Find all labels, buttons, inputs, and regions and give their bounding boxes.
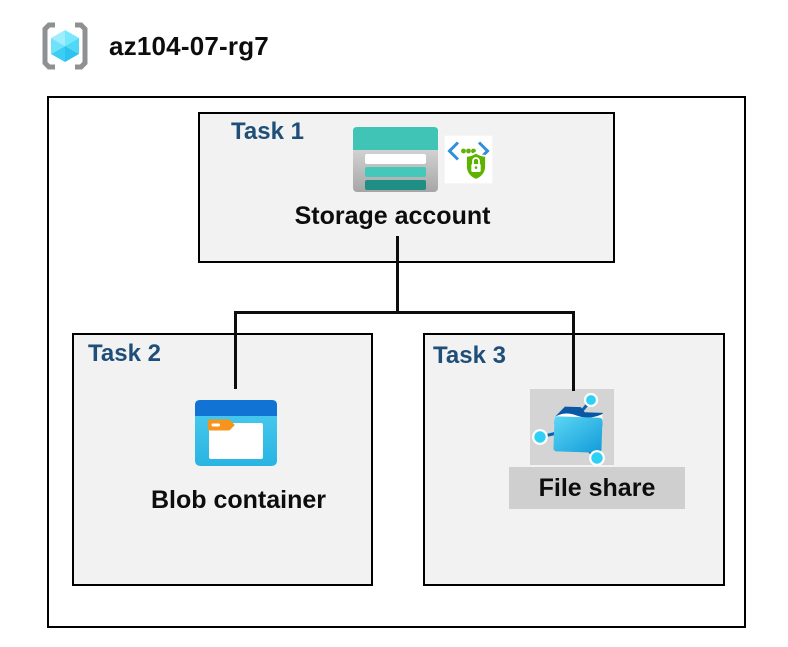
blob-container-icon — [195, 400, 277, 466]
task2-label: Task 2 — [88, 340, 161, 367]
resource-group-icon — [37, 22, 93, 70]
task3-label: Task 3 — [433, 342, 506, 369]
task1-label: Task 1 — [231, 118, 304, 145]
connector-trunk — [396, 236, 399, 313]
resource-group-header: az104-07-rg7 — [37, 22, 269, 70]
resource-group-title: az104-07-rg7 — [109, 30, 269, 61]
task3-box: Task 3 — [423, 333, 725, 586]
blob-container-label: Blob container — [150, 486, 326, 514]
file-share-icon-highlight — [530, 389, 614, 466]
secure-access-icon — [445, 136, 492, 183]
connector-crossbar — [234, 311, 575, 314]
task1-box: Task 1 — [198, 112, 615, 263]
storage-account-label: Storage account — [294, 202, 491, 230]
storage-account-icon — [353, 127, 438, 192]
file-share-label: File share — [538, 473, 656, 502]
connector-right-drop — [572, 311, 575, 391]
task2-box: Task 2 Blob container — [72, 333, 373, 586]
file-share-label-highlight: File share — [509, 467, 685, 509]
connector-left-drop — [234, 311, 237, 389]
file-share-icon — [530, 389, 614, 466]
